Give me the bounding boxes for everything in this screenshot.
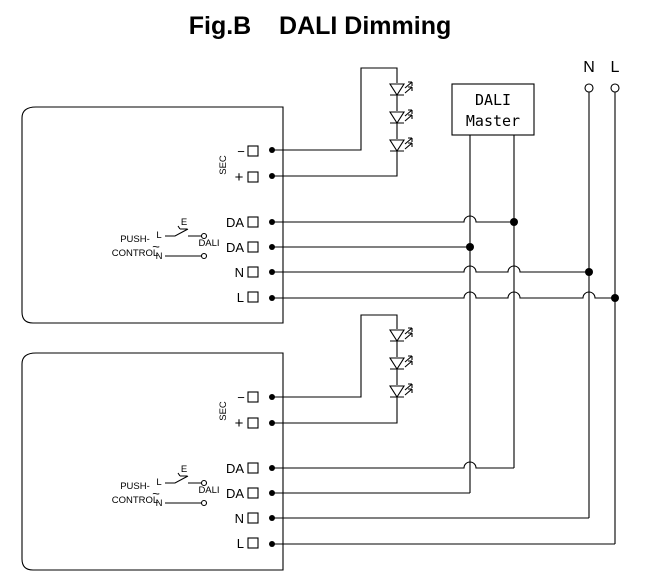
svg-text:E: E (181, 217, 187, 228)
svg-text:CONTROL: CONTROL (112, 495, 158, 506)
driver-1-terminal-n: N (235, 265, 244, 280)
driver-2-terminal-da1: DA (226, 461, 244, 476)
svg-text:PUSH-: PUSH- (120, 481, 150, 492)
driver-1-terminal-da1: DA (226, 215, 244, 230)
driver-2-housing (21, 352, 284, 571)
svg-text:Master: Master (466, 112, 520, 130)
driver-2-minus-sign: − (237, 390, 245, 405)
svg-text:L: L (611, 59, 620, 76)
mains-terminals: N L (583, 59, 620, 93)
led-icon (388, 355, 413, 375)
led-symbols (388, 81, 413, 403)
driver-2-push-control: PUSH- CONTROL ~ L N DALI E (112, 464, 220, 509)
svg-text:DALI: DALI (198, 485, 219, 496)
led-icon (388, 81, 413, 101)
driver-2-sec-label: SEC (218, 401, 229, 421)
led-icon (388, 327, 413, 347)
driver-2-terminal-l: L (237, 536, 244, 551)
driver-1-plus-sign: + (235, 169, 244, 186)
svg-text:N: N (156, 251, 163, 262)
wiring (269, 92, 619, 547)
led-icon (388, 383, 413, 403)
svg-text:N: N (583, 59, 595, 76)
driver-1-terminals: SEC − + DA DA N L (218, 144, 259, 305)
driver-2-terminals: SEC − + DA DA N L (218, 390, 259, 551)
svg-text:~: ~ (152, 486, 160, 501)
svg-text:~: ~ (152, 239, 160, 254)
driver-1-led-string (272, 67, 398, 177)
svg-text:DALI: DALI (475, 91, 511, 109)
driver-1-push-control: PUSH- CONTROL ~ L N DALI E (112, 217, 220, 262)
dali-master: DALI Master (451, 83, 535, 136)
driver-1-sec-label: SEC (218, 155, 229, 175)
driver-1-minus-sign: − (237, 144, 245, 159)
driver-1-housing (21, 106, 284, 324)
svg-text:DALI: DALI (198, 238, 219, 249)
svg-text:PUSH-: PUSH- (120, 234, 150, 245)
driver-2-terminal-n: N (235, 511, 244, 526)
svg-text:CONTROL: CONTROL (112, 248, 158, 259)
driver-1-terminal-l: L (237, 290, 244, 305)
svg-text:L: L (156, 230, 161, 241)
led-icon (388, 137, 413, 157)
svg-text:N: N (156, 498, 163, 509)
figure-title: Fig.B DALI Dimming (189, 12, 452, 40)
driver-1-terminal-da2: DA (226, 240, 244, 255)
driver-2-terminal-da2: DA (226, 486, 244, 501)
svg-text:E: E (181, 464, 187, 475)
svg-text:L: L (156, 477, 161, 488)
led-icon (388, 109, 413, 129)
driver-2-led-string (272, 314, 398, 424)
driver-2-plus-sign: + (235, 415, 244, 432)
